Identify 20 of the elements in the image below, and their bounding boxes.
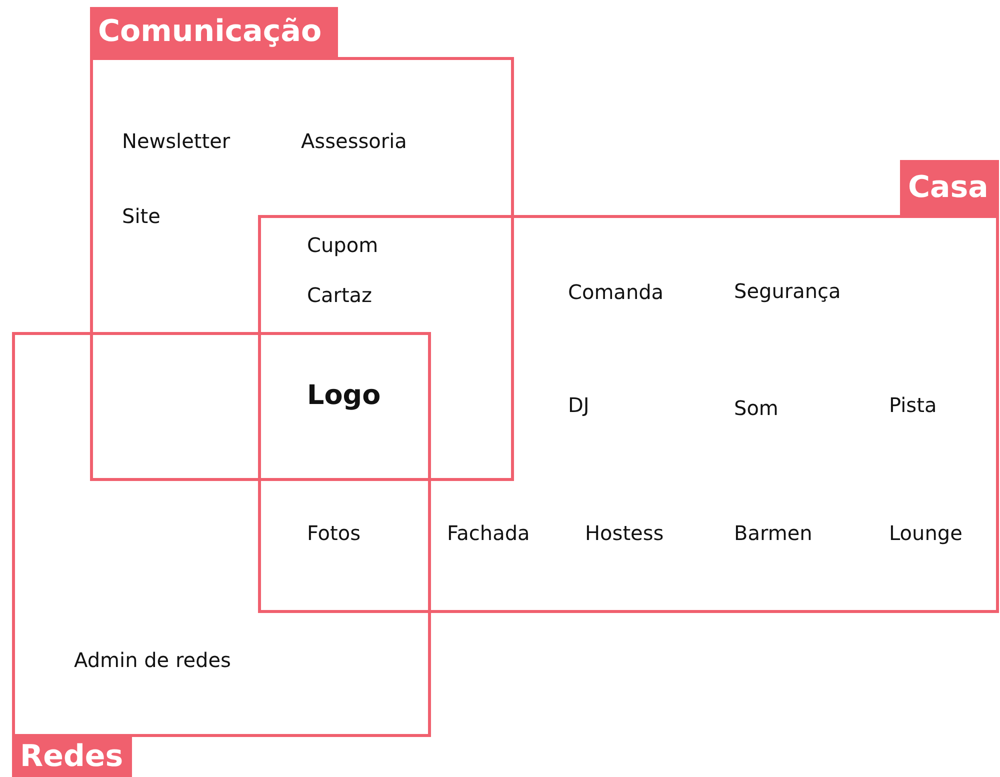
group-title: Casa — [900, 160, 999, 215]
group-title: Redes — [12, 737, 132, 777]
item-label: Admin de redes — [74, 648, 231, 672]
item-label: Pista — [889, 393, 937, 417]
item-label: Lounge — [889, 521, 962, 545]
item-label: Som — [734, 396, 778, 420]
item-label: Cartaz — [307, 283, 372, 307]
item-label: Cupom — [307, 233, 378, 257]
item-label: Fotos — [307, 521, 361, 545]
group-title: Comunicação — [90, 7, 338, 57]
item-label: DJ — [568, 393, 590, 417]
center-label: Logo — [307, 380, 381, 411]
item-label: Hostess — [585, 521, 664, 545]
item-label: Site — [122, 204, 160, 228]
item-label: Newsletter — [122, 129, 230, 153]
item-label: Assessoria — [301, 129, 407, 153]
item-label: Barmen — [734, 521, 812, 545]
item-label: Fachada — [447, 521, 530, 545]
item-label: Comanda — [568, 280, 664, 304]
item-label: Segurança — [734, 279, 841, 303]
